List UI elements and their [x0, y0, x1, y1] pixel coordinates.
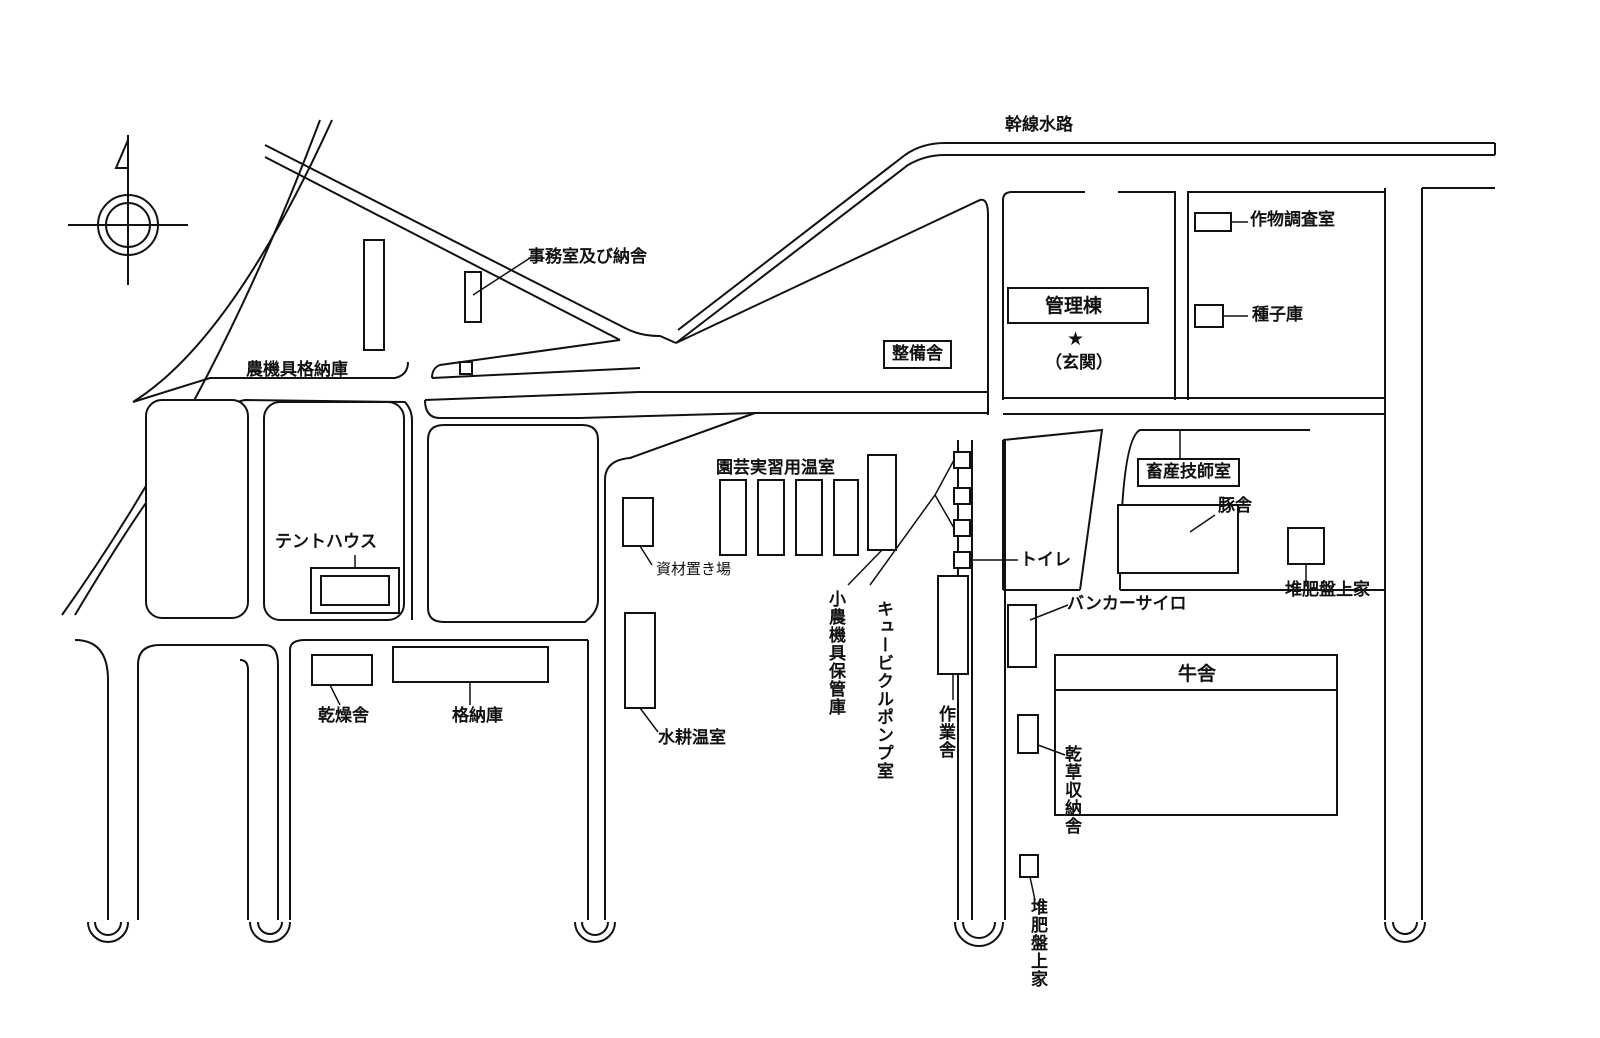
canal-label: 幹線水路: [1005, 115, 1073, 135]
office-storage-label: 事務室及び納舎: [528, 247, 647, 267]
main-canal: [675, 142, 1496, 344]
admin-block-lines: [1002, 191, 1385, 591]
compost-shed-right-label: 堆肥盤上家: [1285, 580, 1370, 600]
compost-shed-bottom-label: 堆肥盤上家: [1027, 898, 1047, 988]
work-house-label: 作業舎: [935, 705, 955, 759]
pump-room-boxes: [953, 451, 971, 569]
entrance-star-icon: ★: [1067, 328, 1085, 350]
admin-building-label: 管理棟: [1045, 295, 1103, 317]
drying-house-label: 乾燥舎: [318, 706, 369, 726]
horticulture-greenhouse-label: 園芸実習用温室: [716, 458, 835, 478]
pig-house-building: [1117, 504, 1239, 574]
compost-shed-right-building: [1287, 527, 1325, 565]
tent-house-inner: [320, 575, 390, 606]
hay-storage-label: 乾草収納舎: [1061, 745, 1081, 835]
horticulture-greenhouses: [719, 479, 859, 556]
maintenance-house-label: 整備舎: [883, 340, 952, 369]
pig-house-label: 豚舎: [1218, 496, 1252, 516]
hydroponic-greenhouse-label: 水耕温室: [658, 728, 726, 748]
crop-survey-room-label: 作物調査室: [1250, 210, 1335, 230]
small-equipment-building: [867, 454, 897, 551]
central-road: [424, 198, 989, 419]
office-building: [464, 271, 482, 323]
tent-house-label: テントハウス: [275, 532, 377, 552]
seed-storage-label: 種子庫: [1252, 305, 1303, 325]
leader-lines: [329, 221, 1307, 901]
entrance-label: （玄関）: [1045, 353, 1113, 373]
admin-building: [1007, 287, 1149, 324]
cattle-barn-label: 牛舎: [1178, 663, 1217, 685]
hydroponic-greenhouse-building: [624, 612, 656, 709]
bunker-silo-building: [1007, 604, 1037, 668]
u-turns: [87, 921, 1426, 947]
drying-house-building: [311, 654, 373, 686]
compost-shed-bottom-building: [1019, 854, 1039, 878]
livestock-tech-room-label: 畜産技師室: [1137, 458, 1240, 487]
diagonal-roads: [61, 119, 677, 616]
cattle-barn-building: [1054, 654, 1338, 816]
bunker-silo-label: バンカーサイロ: [1067, 594, 1187, 614]
block-center-left: [427, 424, 599, 623]
block-left-1: [145, 399, 249, 619]
small-equipment-storage-label: 小農機具保管庫: [825, 590, 845, 716]
materials-area-label: 資材置き場: [656, 560, 732, 578]
small-shed: [459, 361, 473, 375]
farm-equip-building: [363, 239, 385, 351]
materials-area-box: [622, 497, 654, 547]
toilet-label: トイレ: [1020, 550, 1071, 570]
hay-storage-building: [1017, 714, 1039, 754]
farm-equipment-storage-label: 農機具格納庫: [246, 360, 348, 380]
seed-storage-building: [1194, 304, 1224, 328]
cubicle-pump-room-label: キュービクルポンプ室: [873, 600, 893, 780]
storage-building: [392, 646, 549, 683]
compass-icon: [68, 135, 188, 285]
block-left-2: [263, 401, 405, 621]
storage-label: 格納庫: [452, 706, 503, 726]
work-house-building: [937, 575, 969, 675]
crop-survey-building: [1194, 212, 1232, 232]
